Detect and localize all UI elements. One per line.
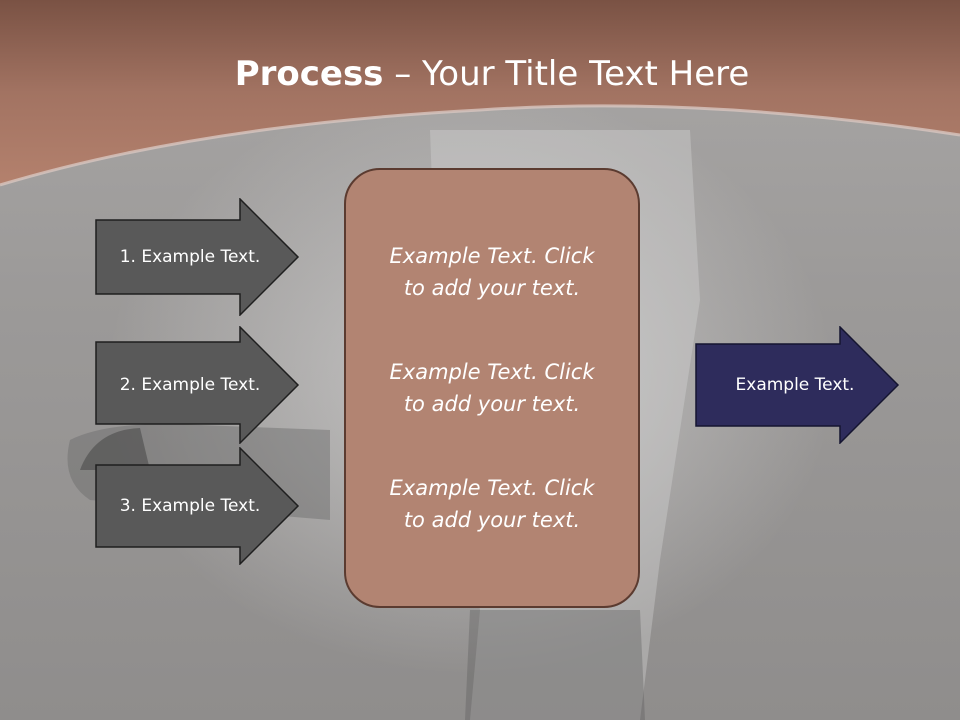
step-arrow-1[interactable]: 1. Example Text.: [95, 197, 300, 317]
result-arrow[interactable]: Example Text.: [695, 325, 900, 445]
title-rest: – Your Title Text Here: [383, 54, 750, 94]
arrow-right-icon: [95, 446, 300, 566]
slide-title: Process – Your Title Text Here: [0, 52, 960, 96]
step-arrow-3[interactable]: 3. Example Text.: [95, 446, 300, 566]
center-paragraph-2: Example Text. Click to add your text.: [389, 360, 595, 416]
center-paragraph-3: Example Text. Click to add your text.: [389, 476, 595, 532]
arrow-right-icon: [95, 197, 300, 317]
step-label-3: 3. Example Text.: [119, 496, 261, 516]
title-bold: Process: [234, 54, 384, 94]
header-band: [0, 0, 960, 187]
center-paragraph-1: Example Text. Click to add your text.: [389, 244, 595, 300]
step-label-1: 1. Example Text.: [119, 247, 261, 267]
step-label-2: 2. Example Text.: [119, 375, 261, 395]
center-text-box[interactable]: Example Text. Click to add your text. Ex…: [344, 168, 640, 608]
arrow-right-icon: [695, 325, 900, 445]
arrow-right-icon: [95, 325, 300, 445]
result-label: Example Text.: [735, 375, 855, 395]
step-arrow-2[interactable]: 2. Example Text.: [95, 325, 300, 445]
